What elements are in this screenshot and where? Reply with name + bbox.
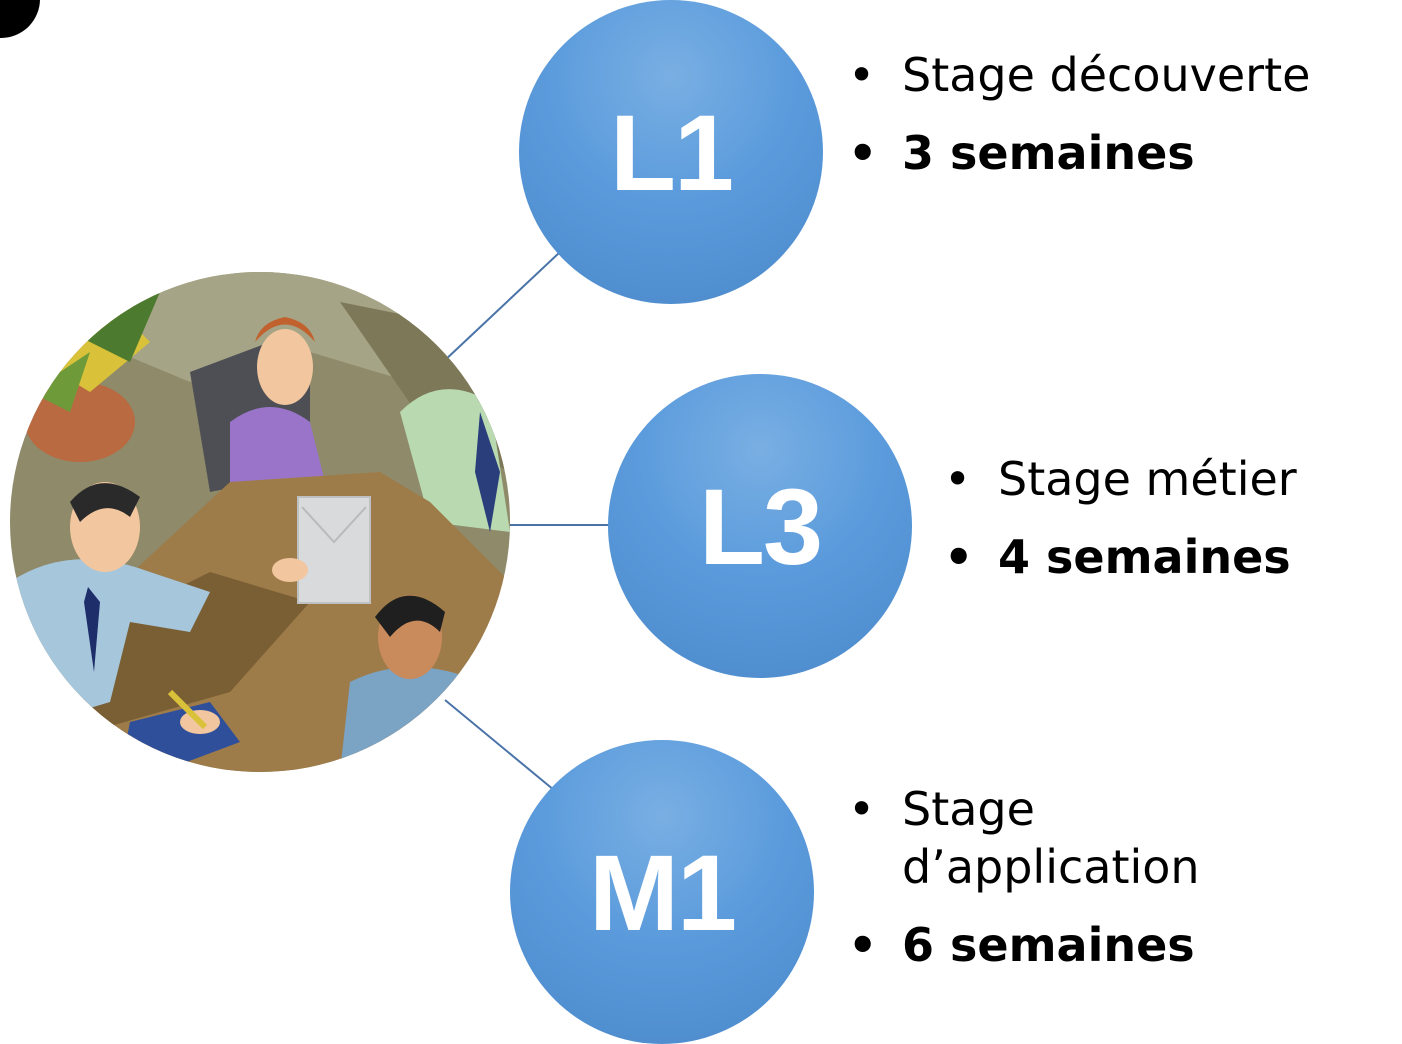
connector-l1 — [442, 251, 561, 363]
meeting-clipart-icon — [10, 272, 510, 772]
level-circle-l1: L1 — [519, 0, 823, 304]
level-label-l1: L1 — [609, 91, 734, 213]
bullet-list-l3: Stage métier 4 semaines — [944, 450, 1394, 606]
level-circle-m1: M1 — [510, 740, 814, 1044]
level-circle-l3: L3 — [608, 374, 912, 678]
bullet-item-duration: 6 semaines — [848, 916, 1328, 974]
bullet-item-duration: 4 semaines — [944, 528, 1394, 586]
level-label-l3: L3 — [698, 465, 823, 587]
meeting-image — [10, 272, 510, 772]
bullet-item-internship-type: Stage métier — [944, 450, 1394, 508]
level-label-m1: M1 — [588, 831, 737, 953]
bullet-item-internship-type: Stage d’application — [848, 780, 1328, 896]
bullet-item-duration: 3 semaines — [848, 124, 1328, 182]
bullet-item-internship-type: Stage découverte — [848, 46, 1328, 104]
bullet-list-m1: Stage d’application 6 semaines — [848, 780, 1328, 994]
connector-m1 — [444, 699, 561, 796]
bullet-list-l1: Stage découverte 3 semaines — [848, 46, 1328, 202]
